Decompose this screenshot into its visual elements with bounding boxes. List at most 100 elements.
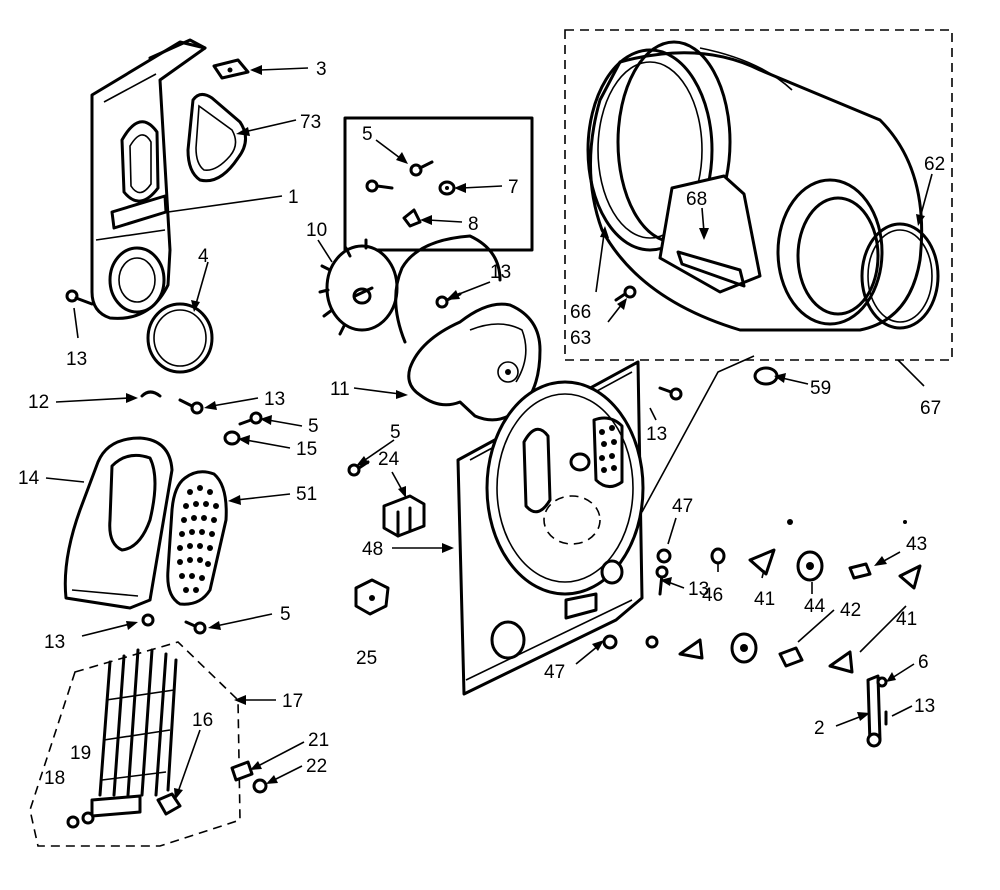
callout-11: 11: [330, 379, 350, 400]
screw-part-22: [252, 778, 268, 794]
callout-3: 3: [316, 59, 327, 80]
washer-part-46: [710, 547, 726, 565]
callout-5: 5: [362, 124, 373, 145]
callout-73: 73: [300, 112, 321, 133]
tab-part-12: [140, 390, 162, 398]
screw-part-63: [614, 285, 637, 302]
bulkhead-vent-holes: [599, 425, 617, 473]
washer-part-46-lower: [645, 635, 659, 649]
drive-belt: [394, 234, 502, 344]
callout-10: 10: [306, 220, 327, 241]
callout-13: 13: [914, 696, 935, 717]
nut-part-18: [66, 815, 80, 829]
screw-part-13-left: [65, 289, 94, 306]
leader-lines: [45, 65, 933, 800]
callout-19: 19: [70, 743, 91, 764]
callout-8: 8: [468, 214, 479, 235]
gasket-part-73: [186, 93, 247, 183]
callout-13: 13: [688, 579, 709, 600]
callout-4: 4: [198, 246, 209, 267]
callout-51: 51: [296, 484, 317, 505]
screw-part-13-axle: [655, 565, 669, 596]
callout-44: 44: [804, 596, 826, 617]
rear-bracket-part-2: [866, 674, 882, 748]
callout-18: 18: [44, 768, 65, 789]
nut-part-15: [223, 430, 241, 446]
callout-6: 6: [918, 652, 929, 673]
callout-66: 66: [570, 302, 591, 323]
baffle-part-68: [658, 174, 762, 294]
lint-screen-holes: [177, 485, 219, 593]
bracket-part-41-lower-a: [678, 638, 704, 660]
callout-16: 16: [192, 710, 213, 731]
callout-15: 15: [296, 439, 317, 460]
callout-13: 13: [44, 632, 65, 653]
callout-41: 41: [896, 609, 917, 630]
front-panel-part-1: [90, 38, 207, 320]
heater-assembly-part-17: [29, 641, 241, 847]
callout-47: 47: [672, 496, 693, 517]
bracket-part-21: [230, 760, 254, 782]
callout-7: 7: [508, 177, 519, 198]
callout-42: 42: [840, 600, 861, 621]
screw-part-5-duct: [184, 620, 207, 635]
callout-46: 46: [702, 585, 723, 606]
heating-coils: [98, 648, 178, 797]
clip-part-8: [402, 208, 422, 228]
callout-68: 68: [686, 189, 707, 210]
callout-67: 67: [920, 398, 941, 419]
callout-13: 13: [66, 349, 87, 370]
screw-part-13-exhaust: [178, 398, 204, 415]
bracket-part-41-upper: [748, 548, 776, 576]
nut-part-7: [438, 180, 456, 196]
idler-pulley-part-10: [318, 238, 399, 336]
roller-part-44-upper: [796, 550, 824, 582]
callout-21: 21: [308, 730, 329, 751]
screw-part-13-duct: [141, 613, 155, 627]
screw-part-5-inset-a: [409, 160, 434, 177]
lint-screen-part-51: [166, 470, 228, 606]
bracket-part-41-lower-b: [828, 650, 854, 674]
callout-13: 13: [264, 389, 285, 410]
screw-part-5-exhaust: [238, 411, 263, 426]
callout-47: 47: [544, 662, 565, 683]
callout-labels: 3 73 1 4 13 5 7 8 10 13 11 12 13 5 15 5 …: [18, 59, 945, 789]
roller-part-44-lower: [730, 632, 758, 664]
seal-ring-part-4: [146, 302, 214, 374]
callout-13: 13: [646, 424, 667, 445]
drum-assembly-part-67: [564, 29, 953, 361]
callout-22: 22: [306, 756, 327, 777]
insulator-part-19: [81, 811, 95, 825]
screw-part-5-inset-b: [365, 179, 394, 193]
callout-2: 2: [814, 718, 825, 739]
ring-part-59: [753, 366, 779, 386]
callout-24: 24: [378, 449, 400, 470]
callout-17: 17: [282, 691, 303, 712]
callout-63: 63: [570, 328, 591, 349]
callout-1: 1: [288, 187, 299, 208]
callout-41: 41: [754, 589, 775, 610]
callout-43: 43: [906, 534, 927, 555]
drum: [586, 40, 924, 332]
detail-dot: [787, 519, 793, 525]
axle-part-42: [778, 646, 804, 668]
callout-12: 12: [28, 392, 49, 413]
callout-14: 14: [18, 468, 40, 489]
callout-13: 13: [490, 262, 511, 283]
hardware-inset-box: [343, 116, 534, 252]
exhaust-duct-part-14: [63, 436, 174, 610]
drum-seal-part-62: [860, 222, 940, 330]
callout-5: 5: [390, 422, 401, 443]
detail-dot: [903, 520, 907, 524]
callout-5: 5: [280, 604, 291, 625]
washer-part-47-lower: [602, 634, 618, 650]
blower-housing-part-11: [407, 302, 542, 422]
callout-62: 62: [924, 154, 945, 175]
fuse-block-part-25: [354, 578, 390, 616]
screw-part-13-bulkhead: [658, 386, 683, 401]
callout-25: 25: [356, 648, 377, 669]
terminal-part-16: [156, 792, 182, 816]
washer-part-47-upper: [656, 548, 672, 564]
clip-part-3: [212, 58, 250, 80]
